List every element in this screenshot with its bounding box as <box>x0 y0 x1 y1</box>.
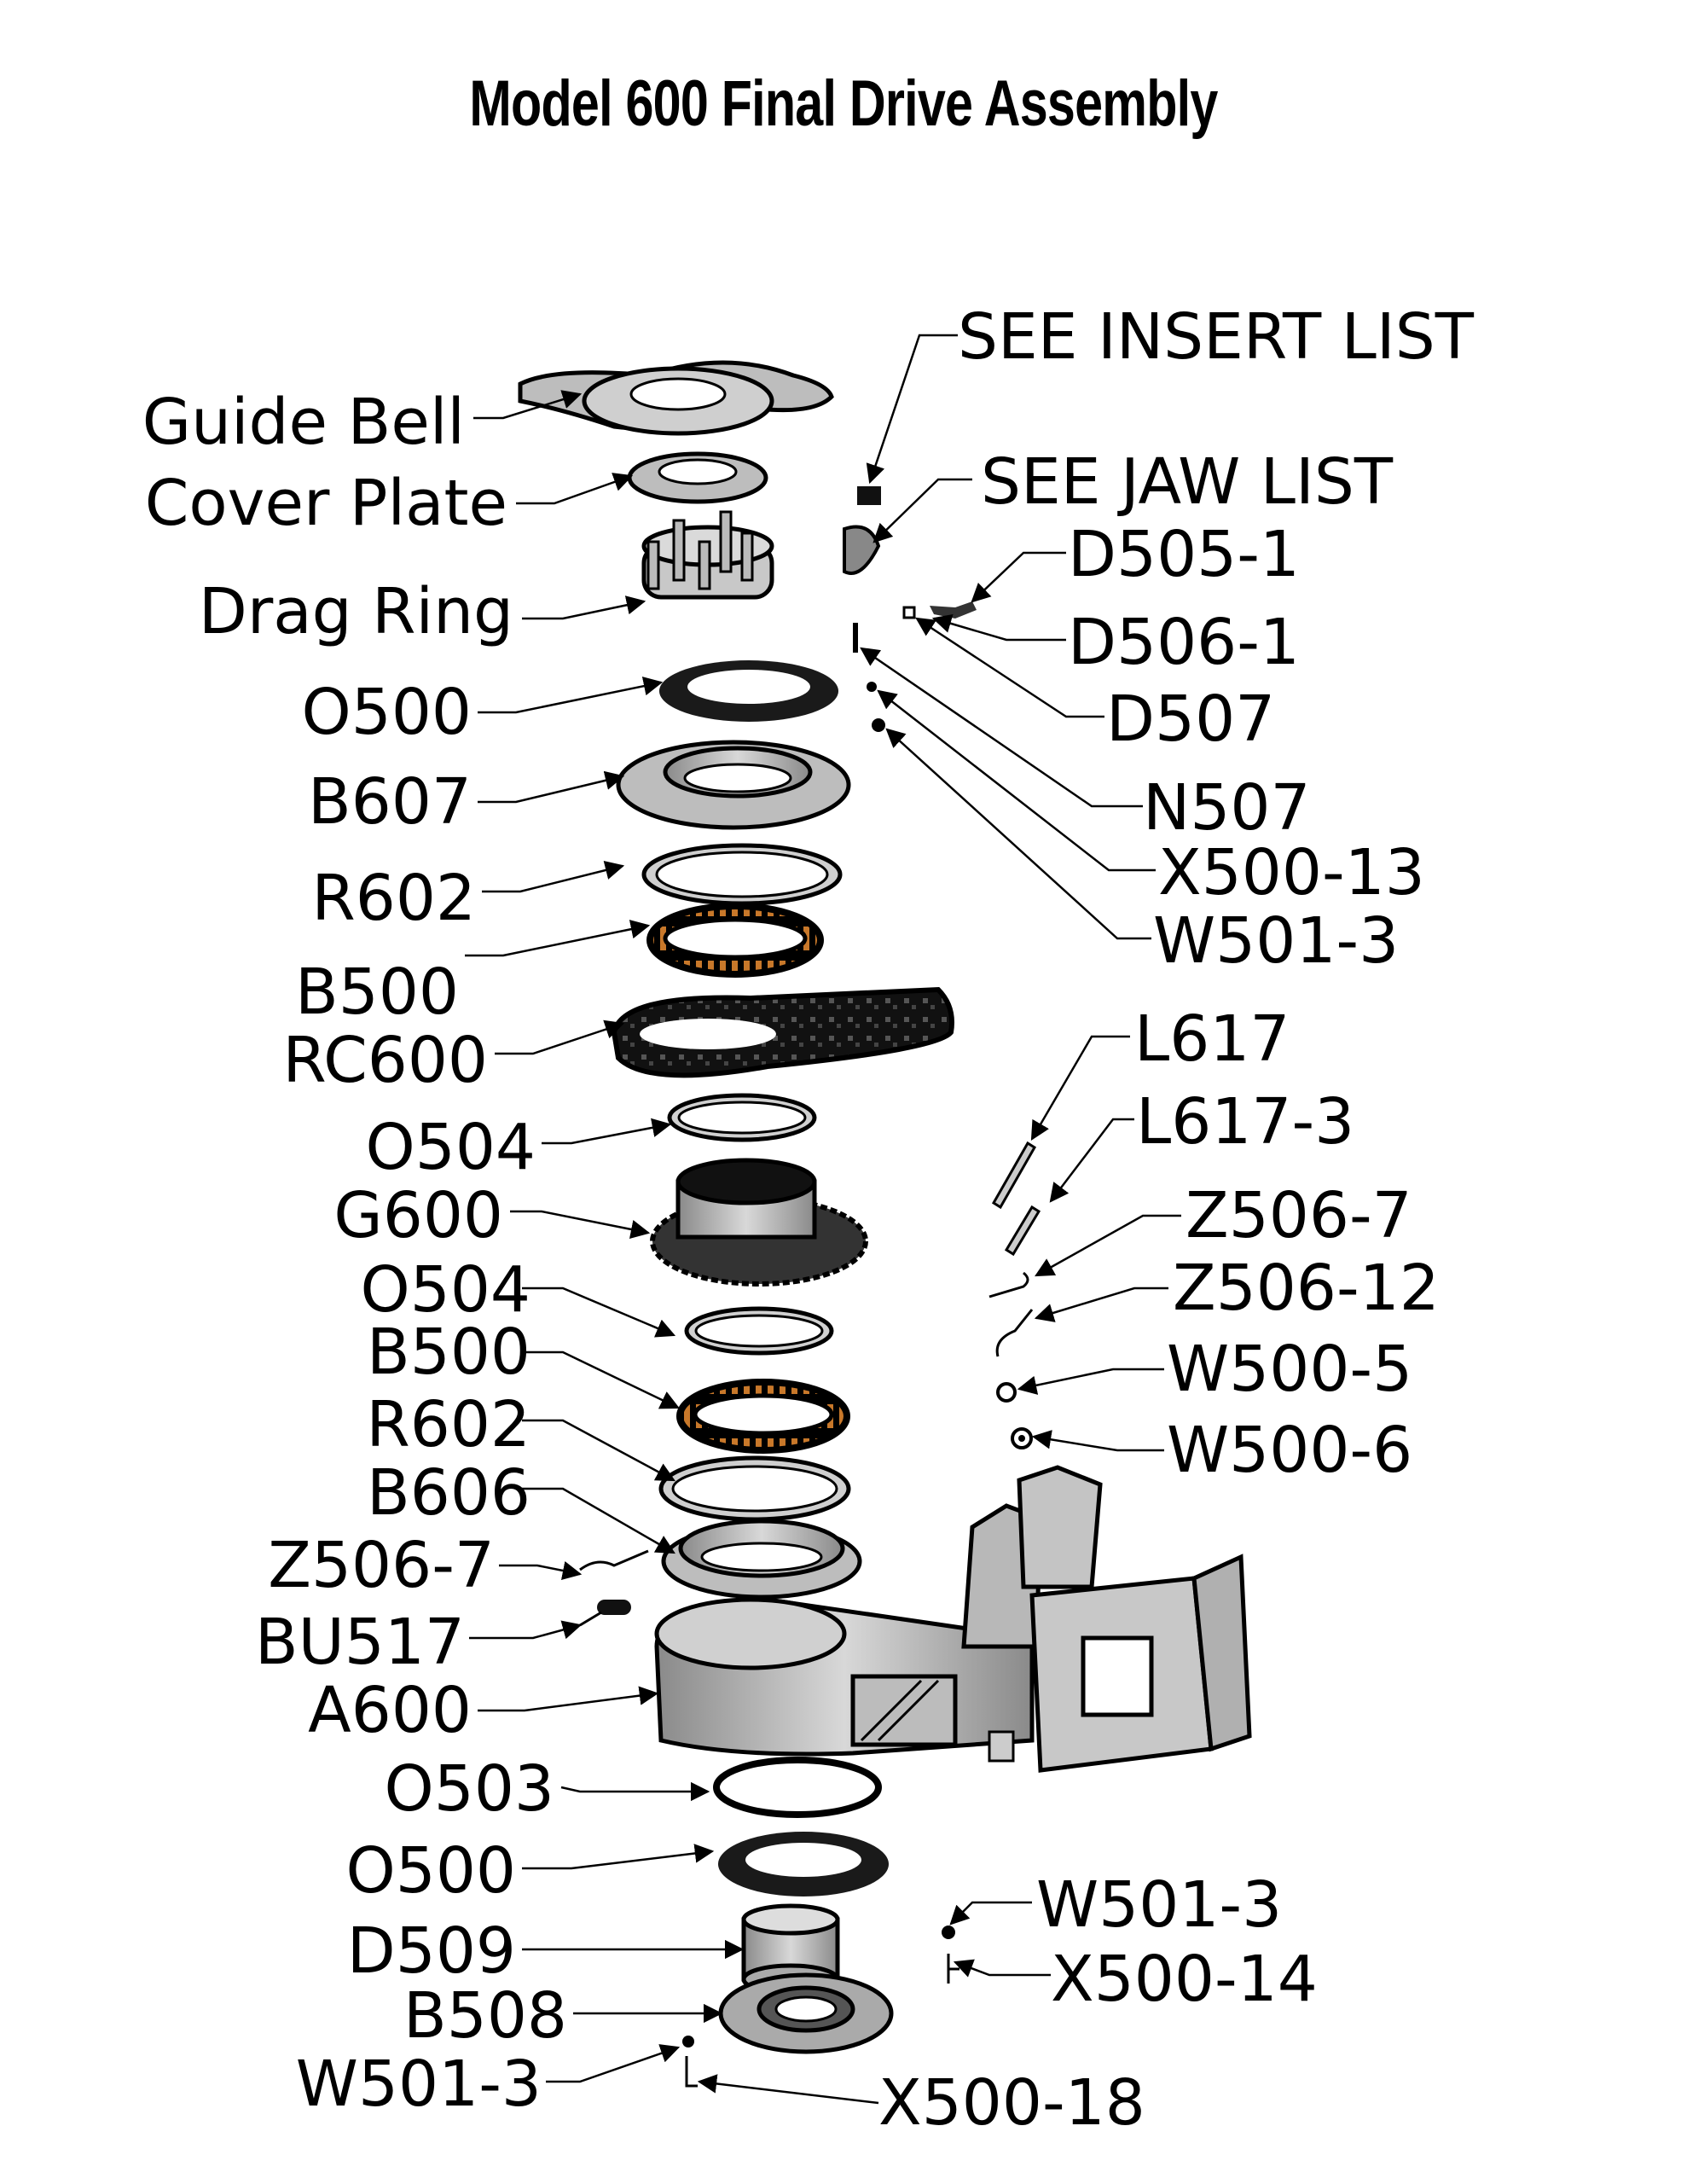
part-r602-top-ring <box>641 843 843 906</box>
part-guide-bell <box>518 360 834 436</box>
part-o503-oring <box>713 1757 882 1818</box>
label-z506-7-left: Z506-7 <box>268 1529 495 1602</box>
label-d509: D509 <box>347 1914 516 1988</box>
label-l617: L617 <box>1134 1002 1290 1076</box>
label-b500-mid: B500 <box>367 1316 530 1389</box>
label-d506-1: D506-1 <box>1068 606 1300 679</box>
label-x500-14: X500-14 <box>1051 1943 1318 2016</box>
label-d507: D507 <box>1106 682 1275 756</box>
part-jaw <box>843 525 881 575</box>
label-z506-12: Z506-12 <box>1173 1252 1440 1325</box>
label-o503: O503 <box>385 1752 555 1826</box>
part-drag-ring <box>641 510 774 600</box>
label-b508: B508 <box>403 1979 567 2053</box>
label-w500-5: W500-5 <box>1167 1333 1412 1406</box>
part-insert <box>857 486 881 505</box>
label-o504-top: O504 <box>366 1111 536 1184</box>
part-z506-7-left-pin <box>579 1549 649 1571</box>
label-o500-bottom: O500 <box>346 1834 517 1908</box>
label-w501-3-top: W501-3 <box>1153 904 1399 978</box>
part-b500-mid-roller-bearing <box>676 1379 850 1454</box>
leader-lines <box>465 334 1181 2105</box>
part-d505-d506-d507-n507 <box>853 601 977 732</box>
label-see-jaw-list: SEE JAW LIST <box>981 445 1394 519</box>
label-b606: B606 <box>367 1456 530 1530</box>
label-z506-7-right: Z506-7 <box>1186 1179 1412 1252</box>
part-b606-bearing-cup <box>661 1519 862 1600</box>
label-n507: N507 <box>1143 771 1311 845</box>
label-w501-3-bottom-left: W501-3 <box>296 2048 542 2121</box>
label-bu517: BU517 <box>255 1606 465 1679</box>
part-b508-bearing <box>718 1972 894 2054</box>
part-o500-bottom-seal <box>718 1832 889 1896</box>
label-drag-ring: Drag Ring <box>199 575 513 648</box>
label-cover-plate: Cover Plate <box>145 467 507 540</box>
diagram-title: Model 600 Final Drive Assembly <box>469 67 1218 140</box>
part-a600-housing <box>654 1465 1252 1773</box>
part-r602-mid-ring <box>658 1455 851 1522</box>
label-x500-13: X500-13 <box>1158 836 1425 909</box>
label-x500-18: X500-18 <box>878 2066 1145 2140</box>
label-w500-6: W500-6 <box>1167 1414 1412 1487</box>
part-o504-top-oring <box>667 1093 817 1142</box>
label-g600: G600 <box>333 1179 503 1252</box>
label-see-insert-list: SEE INSERT LIST <box>958 300 1475 374</box>
label-a600: A600 <box>308 1674 472 1747</box>
part-o500-top-seal <box>659 660 838 722</box>
label-b500-top: B500 <box>295 956 459 1029</box>
label-r602-top: R602 <box>311 862 476 935</box>
part-b607-bearing-housing <box>616 740 851 830</box>
label-b607: B607 <box>308 765 472 839</box>
part-g600-gear <box>650 1158 868 1287</box>
label-r602-mid: R602 <box>366 1388 530 1461</box>
label-rc600: RC600 <box>282 1024 488 1097</box>
part-l617-pins <box>991 1141 1041 1257</box>
part-z506-clips-w500-washers <box>988 1271 1034 1449</box>
label-guide-bell: Guide Bell <box>142 386 465 459</box>
part-bu517-bushing <box>579 1600 631 1627</box>
part-rc600-roller-chain <box>611 986 954 1078</box>
label-l617-3: L617-3 <box>1136 1085 1354 1159</box>
label-o504-mid: O504 <box>361 1253 531 1327</box>
part-b500-top-roller-bearing <box>646 903 824 978</box>
label-d505-1: D505-1 <box>1068 518 1300 591</box>
label-w501-3-bottom-right: W501-3 <box>1036 1868 1282 1942</box>
part-cover-plate <box>627 451 768 504</box>
label-o500-top: O500 <box>302 676 472 749</box>
part-o504-mid-oring <box>684 1306 834 1356</box>
